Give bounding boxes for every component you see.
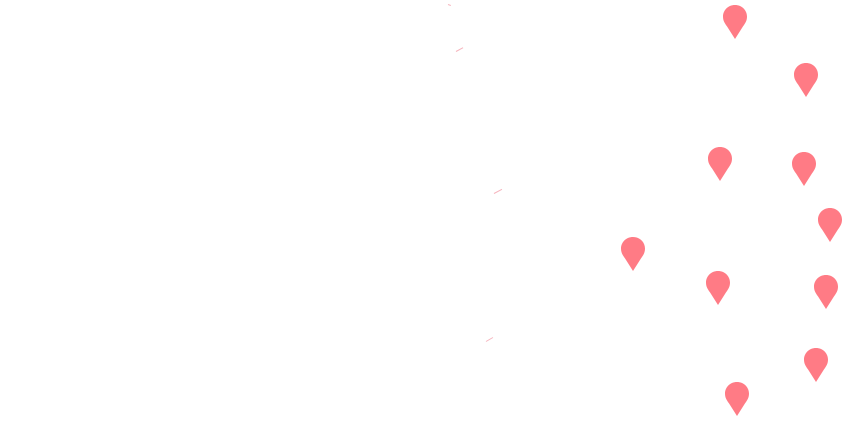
map-pin-icon [814, 275, 838, 309]
map-line-fragment [455, 47, 464, 52]
map-pin-icon[interactable] [707, 146, 733, 182]
map-pin-icon[interactable] [817, 207, 843, 243]
map-pin-icon[interactable] [793, 62, 819, 98]
map-line-fragment [447, 4, 451, 6]
map-pin-icon[interactable] [724, 381, 750, 417]
map-pin-icon [804, 348, 828, 382]
map-pin-icon [708, 147, 732, 181]
map-pin-icon [706, 271, 730, 305]
map-pin-icon[interactable] [705, 270, 731, 306]
map-pin-icon[interactable] [620, 236, 646, 272]
map-pin-icon[interactable] [803, 347, 829, 383]
map-pin-icon [723, 5, 747, 39]
map-line-fragment [493, 188, 503, 194]
map-pin-icon [794, 63, 818, 97]
map-pin-icon[interactable] [791, 151, 817, 187]
map-pin-icon [725, 382, 749, 416]
map-pin-icon[interactable] [722, 4, 748, 40]
map-line-fragment [485, 337, 494, 342]
map-pin-icon [792, 152, 816, 186]
map-pin-icon [621, 237, 645, 271]
map-pin-icon [818, 208, 842, 242]
map-pin-icon[interactable] [813, 274, 839, 310]
